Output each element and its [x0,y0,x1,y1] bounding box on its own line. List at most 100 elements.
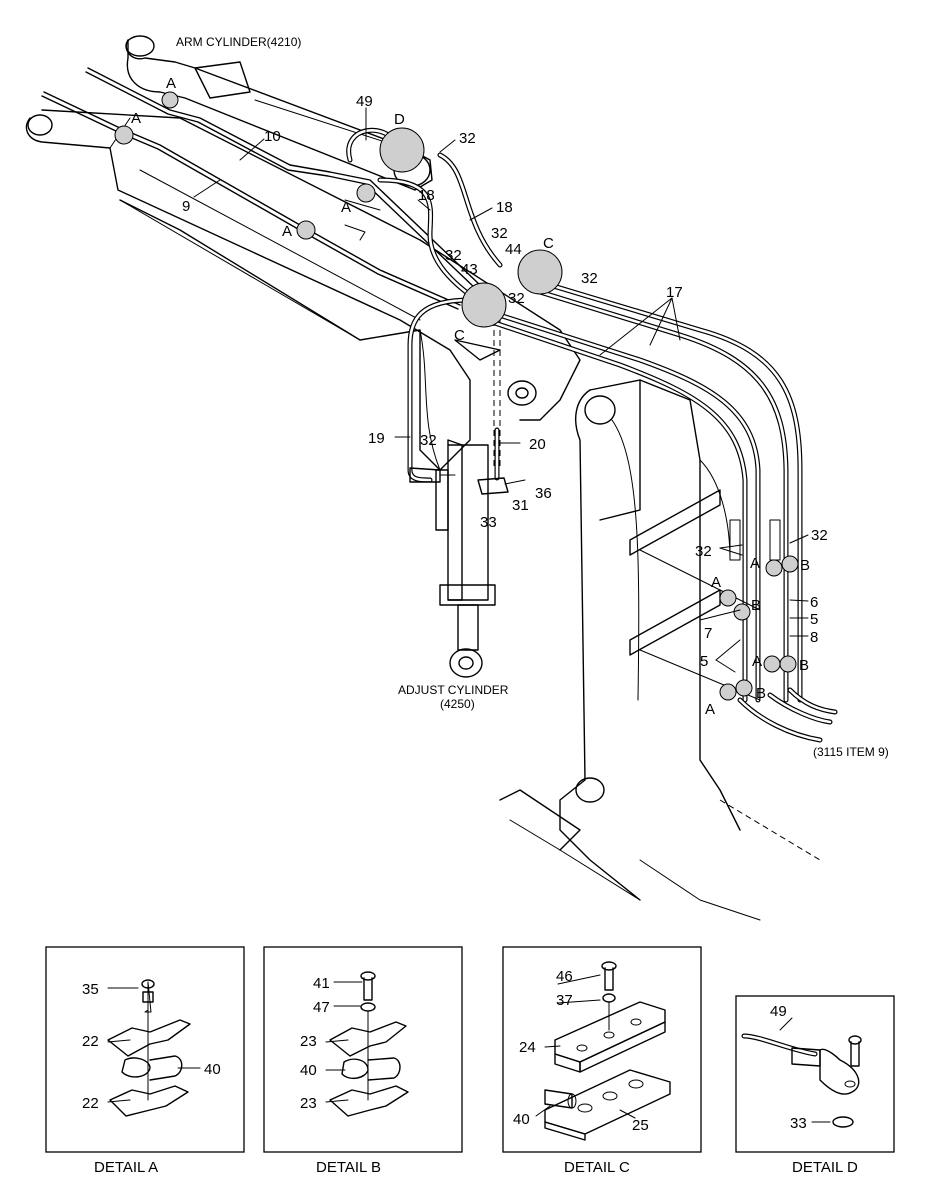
detail-c-callout-46: 46 [556,968,573,985]
callout-32-a: 32 [459,130,476,147]
hoses-upper [346,127,503,298]
callout-5-a: 5 [810,611,818,628]
letter-b-2: B [751,597,761,614]
detail-d-callout-33: 33 [790,1115,807,1132]
detail-d-panel [735,995,895,1153]
clamp-a-1 [161,91,179,109]
detail-c-marker-2 [461,282,507,328]
callout-36: 36 [535,485,552,502]
callout-32-h: 32 [695,543,712,560]
callout-43: 43 [461,261,478,278]
letter-c-2: C [454,327,465,344]
callout-49: 49 [356,93,373,110]
adjust-cylinder [435,439,496,678]
arm-cylinder-label: ARM CYLINDER(4210) [176,35,301,49]
clamp-markers [114,91,799,701]
letter-b-1: B [800,557,810,574]
callout-7: 7 [704,625,712,642]
detail-d-caption: DETAIL D [792,1159,858,1176]
callout-32-g: 32 [811,527,828,544]
clamp-a-3 [356,183,376,203]
callout-32-e: 32 [508,290,525,307]
adjust-cylinder-number: (4250) [440,697,475,711]
callout-31: 31 [512,497,529,514]
detail-b-callout-40: 40 [300,1062,317,1079]
detail-b-callout-41: 41 [313,975,330,992]
detail-a-caption: DETAIL A [94,1159,158,1176]
clamp-a-4 [296,220,316,240]
callout-32-d: 32 [581,270,598,287]
clamp-a-2 [114,125,134,145]
detail-c-callout-25: 25 [632,1117,649,1134]
o-ring-33 [832,1116,854,1128]
letter-a-5: A [750,555,760,572]
detail-c-callout-37: 37 [556,992,573,1009]
fittings [409,467,781,561]
clamp-b-3 [779,655,797,673]
letter-a-8: A [705,701,715,718]
letter-a-6: A [711,574,721,591]
callout-44: 44 [505,241,522,258]
detail-c-panel [502,946,702,1153]
clamp-a-5 [719,589,737,607]
clamp-a-6 [765,559,783,577]
detail-b-callout-23-b: 23 [300,1095,317,1112]
callout-33: 33 [480,514,497,531]
callout-8: 8 [810,629,818,646]
flange-fitting [819,1048,860,1095]
letter-b-4: B [756,685,766,702]
detail-d-marker [379,127,425,173]
detail-c-callout-24: 24 [519,1039,536,1056]
hose-bundle [477,282,838,743]
detail-a-panel [45,946,245,1153]
callout-17: 17 [666,284,683,301]
clamp-b-1 [733,603,751,621]
clamp-23-upper [329,1021,407,1057]
steel-tubes [41,67,481,310]
callout-19: 19 [368,430,385,447]
leader-lines [193,107,809,673]
callout-10: 10 [264,128,281,145]
callout-6: 6 [810,594,818,611]
clamp-a-8 [719,683,737,701]
callout-9: 9 [182,198,190,215]
clamp-22-lower [109,1085,189,1117]
detail-b-caption: DETAIL B [316,1159,381,1176]
letter-b-3: B [799,657,809,674]
reference-label: (3115 ITEM 9) [813,745,889,759]
detail-a-callout-22-b: 22 [82,1095,99,1112]
detail-c-caption: DETAIL C [564,1159,630,1176]
letter-a-3: A [341,199,351,216]
clamp-a-7 [763,655,781,673]
detail-a-callout-35: 35 [82,981,99,998]
callout-18-b: 18 [496,199,513,216]
callout-18-a: 18 [418,187,435,204]
callout-5-b: 5 [700,653,708,670]
clamp-23-lower [329,1085,409,1117]
callout-32-b: 32 [491,225,508,242]
clamp-b-4 [735,679,753,697]
letter-d: D [394,111,405,128]
callout-32-c: 32 [445,247,462,264]
detail-a-callout-40: 40 [204,1061,221,1078]
letter-a-4: A [282,223,292,240]
letter-a-7: A [752,653,762,670]
clamp-22-upper [107,1019,191,1057]
detail-d-callout-49: 49 [770,1003,787,1020]
letter-c-1: C [543,235,554,252]
letter-a-2: A [131,110,141,127]
detail-a-callout-22-a: 22 [82,1033,99,1050]
callout-32-f: 32 [420,432,437,449]
arm-cylinder [125,35,433,191]
detail-c-callout-40: 40 [513,1111,530,1128]
detail-b-panel [263,946,463,1153]
hoses-adjust [407,297,501,483]
detail-b-callout-23-a: 23 [300,1033,317,1050]
letter-a-1: A [166,75,176,92]
clamp-b-2 [781,555,799,573]
detail-b-callout-47: 47 [313,999,330,1016]
detail-c-marker-1 [517,249,563,295]
callout-20: 20 [529,436,546,453]
